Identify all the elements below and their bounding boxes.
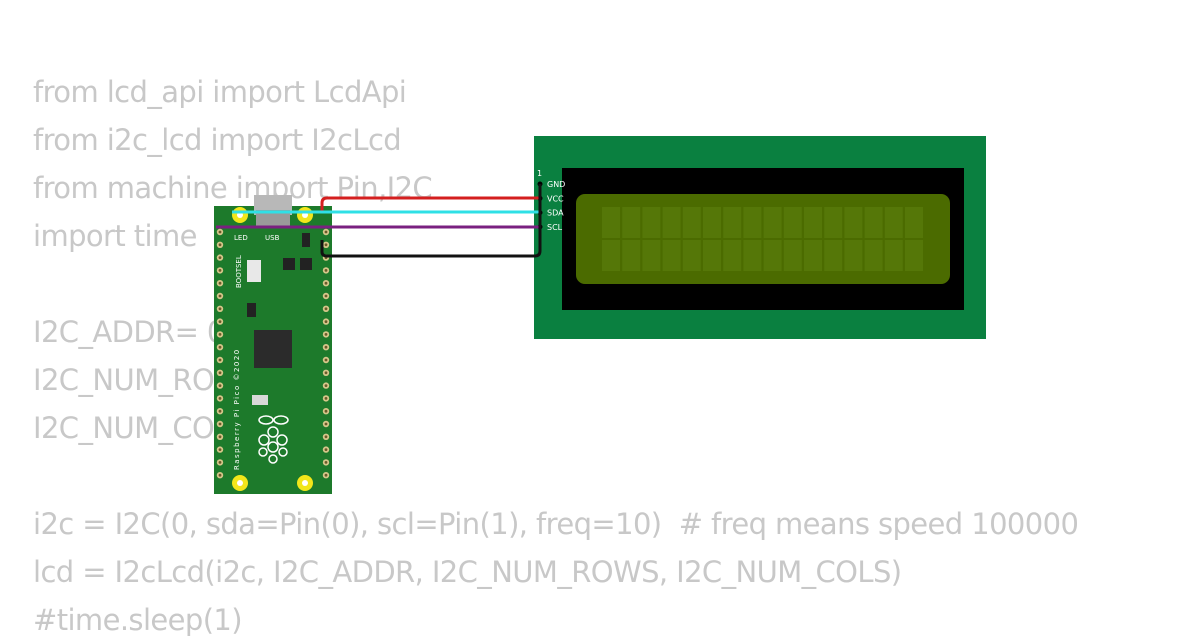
circuit-diagram: 1 GND VCC SDA SCL LED USB BOOTSEL Raspberry…	[214, 136, 986, 494]
bootsel-label: BOOTSEL	[235, 255, 243, 288]
code-line: i2c = I2C(0, sda=Pin(0), scl=Pin(1), fre…	[33, 507, 1079, 541]
lcd-char-cell	[723, 207, 742, 238]
lcd-char-cell	[662, 240, 681, 271]
lcd-char-cell	[763, 240, 782, 271]
code-line: import time	[33, 219, 197, 253]
lcd-char-cell	[622, 240, 641, 271]
lcd-char-cell	[824, 240, 843, 271]
lcd-char-cell	[905, 207, 923, 238]
lcd-char-cell	[723, 240, 742, 271]
lcd-pin-label: GND	[547, 180, 565, 189]
chip-component	[283, 258, 295, 270]
chip-component	[300, 258, 312, 270]
usb-label: USB	[265, 234, 280, 242]
led-label: LED	[234, 234, 248, 242]
lcd-char-cell	[844, 207, 863, 238]
code-line: from lcd_api import LcdApi	[33, 75, 407, 109]
lcd-char-cell	[743, 240, 762, 271]
lcd-character-grid	[602, 207, 923, 271]
lcd-char-cell	[642, 207, 661, 238]
lcd-pin-number: 1	[537, 169, 542, 178]
raspberry-logo-icon	[258, 415, 289, 464]
lcd-char-cell	[864, 240, 883, 271]
lcd-char-cell	[682, 207, 701, 238]
raspberry-pi-pico-board[interactable]: LED USB BOOTSEL Raspberry Pi Pico ©2020	[214, 195, 332, 494]
wire-gnd-black[interactable]	[320, 184, 542, 258]
lcd-1602-module[interactable]: 1 GND VCC SDA SCL	[534, 136, 986, 339]
chip-component	[252, 395, 268, 405]
lcd-char-cell	[622, 207, 641, 238]
lcd-char-cell	[783, 207, 802, 238]
wires	[216, 184, 542, 258]
lcd-pin-label: SCL	[547, 223, 563, 232]
lcd-char-cell	[763, 207, 782, 238]
chip-component	[302, 233, 310, 247]
chip-component	[247, 303, 256, 317]
lcd-char-cell	[884, 207, 903, 238]
rp2040-chip	[254, 330, 292, 368]
lcd-char-cell	[783, 240, 802, 271]
pico-pin-holes	[216, 228, 330, 479]
lcd-char-cell	[804, 207, 822, 238]
lcd-char-cell	[703, 240, 721, 271]
lcd-char-cell	[743, 207, 762, 238]
code-line: lcd = I2cLcd(i2c, I2C_ADDR, I2C_NUM_ROWS…	[33, 555, 902, 589]
lcd-char-cell	[642, 240, 661, 271]
lcd-char-cell	[864, 207, 883, 238]
code-line: from i2c_lcd import I2cLcd	[33, 123, 402, 157]
lcd-pin-label: VCC	[547, 194, 564, 203]
lcd-char-cell	[682, 240, 701, 271]
lcd-char-cell	[884, 240, 903, 271]
lcd-char-cell	[662, 207, 681, 238]
bootsel-button[interactable]	[247, 260, 261, 282]
lcd-char-cell	[804, 240, 822, 271]
lcd-char-cell	[824, 207, 843, 238]
wire-vcc-red[interactable]	[320, 196, 540, 212]
lcd-char-cell	[905, 240, 923, 271]
pico-silkscreen: Raspberry Pi Pico ©2020	[233, 348, 241, 470]
lcd-char-cell	[602, 240, 620, 271]
lcd-pin-label: SDA	[547, 209, 564, 218]
lcd-char-cell	[602, 207, 620, 238]
lcd-char-cell	[703, 207, 721, 238]
lcd-char-cell	[844, 240, 863, 271]
